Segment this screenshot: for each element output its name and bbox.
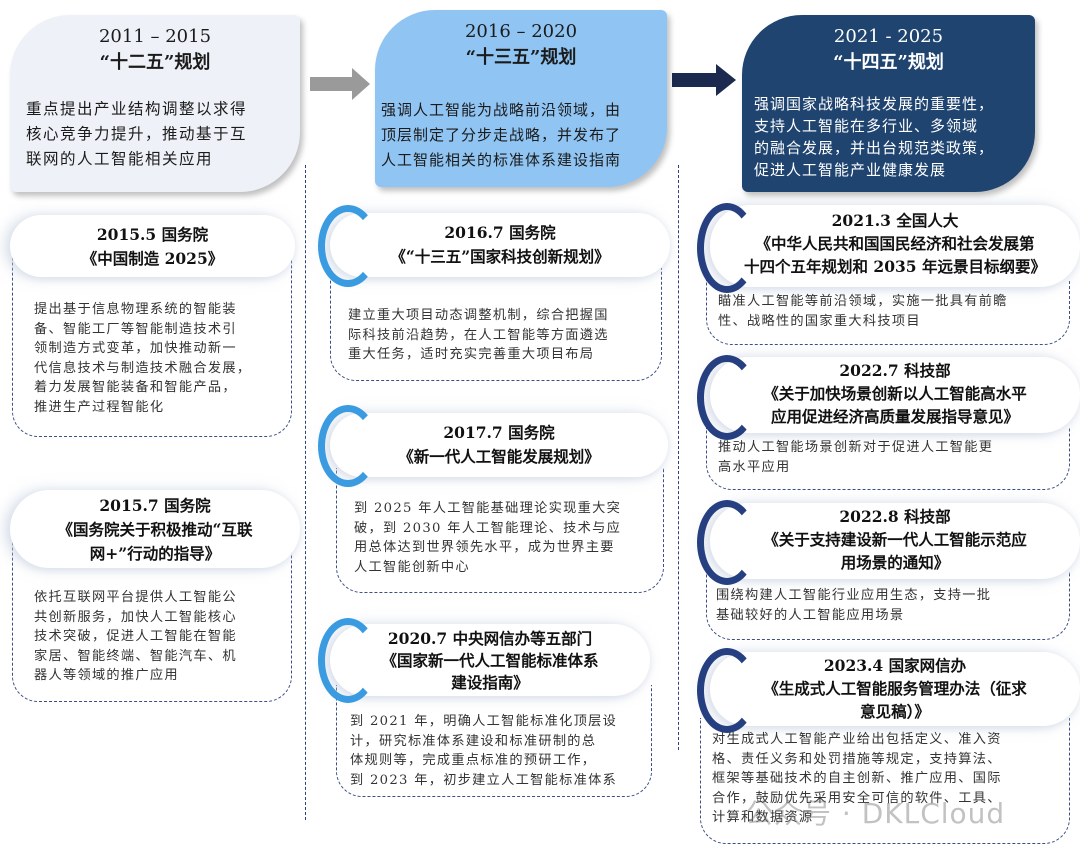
policy-title: 2016.7 国务院 《“十三五”国家科技创新规划》 bbox=[330, 213, 670, 277]
policy-summary: 建立重大项目动态调整机制，综合把握国 际科技前沿趋势，在人工智能等方面遴选 重大… bbox=[348, 308, 609, 362]
policy-title: 2015.7 国务院 《国务院关于积极推动“互联 网+”行动的指导》 bbox=[10, 490, 300, 568]
arc-decoration-icon bbox=[697, 355, 757, 440]
watermark: 公众号 · DKLCloud bbox=[745, 797, 1006, 830]
policy-title: 2023.4 国家网信办 《生成式人工智能服务管理办法（征求 意见稿）》 bbox=[710, 652, 1080, 726]
policy-summary: 对生成式人工智能产业给出包括定义、准入资 格、责任义务和处罚措施等规定，支持算法… bbox=[712, 732, 1002, 825]
period-plan-title: “十二五”规划 bbox=[99, 52, 211, 73]
arc-decoration-icon bbox=[318, 205, 378, 287]
timeline-connector-2 bbox=[678, 165, 679, 750]
arc-decoration-icon bbox=[318, 618, 378, 703]
period-plan-title: “十三五”规划 bbox=[465, 47, 577, 68]
period-years: 2011 – 2015 bbox=[98, 26, 212, 47]
policy-summary: 依托互联网平台提供人工智能公 共创新服务，加快人工智能核心 技术突破，促进人工智… bbox=[34, 590, 237, 683]
policy-card bbox=[706, 428, 1070, 490]
policy-title: 2022.7 科技部 《关于加快场景创新以人工智能高水平 应用促进经济高质量发展… bbox=[710, 357, 1080, 433]
policy-summary: 推动人工智能场景创新对于促进人工智能更 高水平应用 bbox=[718, 440, 994, 475]
period-description: 重点提出产业结构调整以求得 核心竞争力提升，推动基于互 联网的人工智能相关应用 bbox=[26, 100, 248, 168]
period-years: 2021 - 2025 bbox=[833, 26, 944, 47]
policy-card bbox=[330, 268, 662, 381]
policy-card bbox=[700, 718, 1070, 844]
policy-summary: 瞄准人工智能等前沿领域，实施一批具有前瞻 性、战略性的国家重大科技项目 bbox=[718, 294, 1008, 329]
policy-summary: 围绕构建人工智能行业应用生态，支持一批 基础较好的人工智能应用场景 bbox=[716, 588, 992, 623]
policy-title: 2022.8 科技部 《关于支持建设新一代人工智能示范应 用场景的通知》 bbox=[710, 503, 1080, 579]
policy-title: 2015.5 国务院 《中国制造 2025》 bbox=[10, 215, 295, 277]
policy-summary: 提出基于信息物理系统的智能装 备、智能工厂等智能制造技术引 领制造方式变革，加快… bbox=[34, 302, 252, 415]
period-header-14th-five-year: 2021 - 2025 “十四五”规划 强调国家战略科技发展的重要性， 支持人工… bbox=[742, 15, 1035, 192]
arc-decoration-icon bbox=[697, 203, 757, 293]
policy-card bbox=[336, 468, 664, 593]
policy-card bbox=[706, 572, 1070, 640]
period-header-12th-five-year: 2011 – 2015 “十二五”规划 重点提出产业结构调整以求得 核心竞争力提… bbox=[10, 15, 300, 192]
policy-title: 2021.3 全国人大 《中华人民共和国国民经济和社会发展第 十四个五年规划和 … bbox=[710, 205, 1080, 287]
policy-card bbox=[336, 685, 652, 797]
policy-summary: 到 2021 年，明确人工智能标准化顶层设 计，研究标准体系建设和标准研制的总 … bbox=[350, 714, 618, 788]
arc-decoration-icon bbox=[318, 405, 378, 487]
arrow-right-icon bbox=[310, 68, 370, 100]
policy-title: 2020.7 中央网信办等五部门 《国家新一代人工智能标准体系 建设指南》 bbox=[330, 624, 650, 696]
arc-decoration-icon bbox=[697, 500, 757, 585]
policy-title: 2017.7 国务院 《新一代人工智能发展规划》 bbox=[330, 413, 668, 477]
period-header-13th-five-year: 2016 – 2020 “十三五”规划 强调人工智能为战略前沿领域，由 顶层制定… bbox=[375, 10, 667, 187]
policy-summary: 到 2025 年人工智能基础理论实现重大突 破，到 2030 年人工智能理论、技… bbox=[354, 501, 622, 575]
period-description: 强调国家战略科技发展的重要性， 支持人工智能在多行业、多领域 的融合发展，并出台… bbox=[754, 95, 995, 179]
period-plan-title: “十四五”规划 bbox=[833, 52, 944, 73]
timeline-connector-1 bbox=[305, 165, 306, 820]
policy-card bbox=[706, 280, 1070, 345]
period-description: 强调人工智能为战略前沿领域，由 顶层制定了分步走战略，并发布了 人工智能相关的标… bbox=[381, 101, 622, 169]
arrow-right-icon bbox=[672, 64, 736, 96]
arc-decoration-icon bbox=[697, 648, 757, 733]
period-years: 2016 – 2020 bbox=[464, 21, 578, 42]
policy-card bbox=[12, 255, 292, 437]
